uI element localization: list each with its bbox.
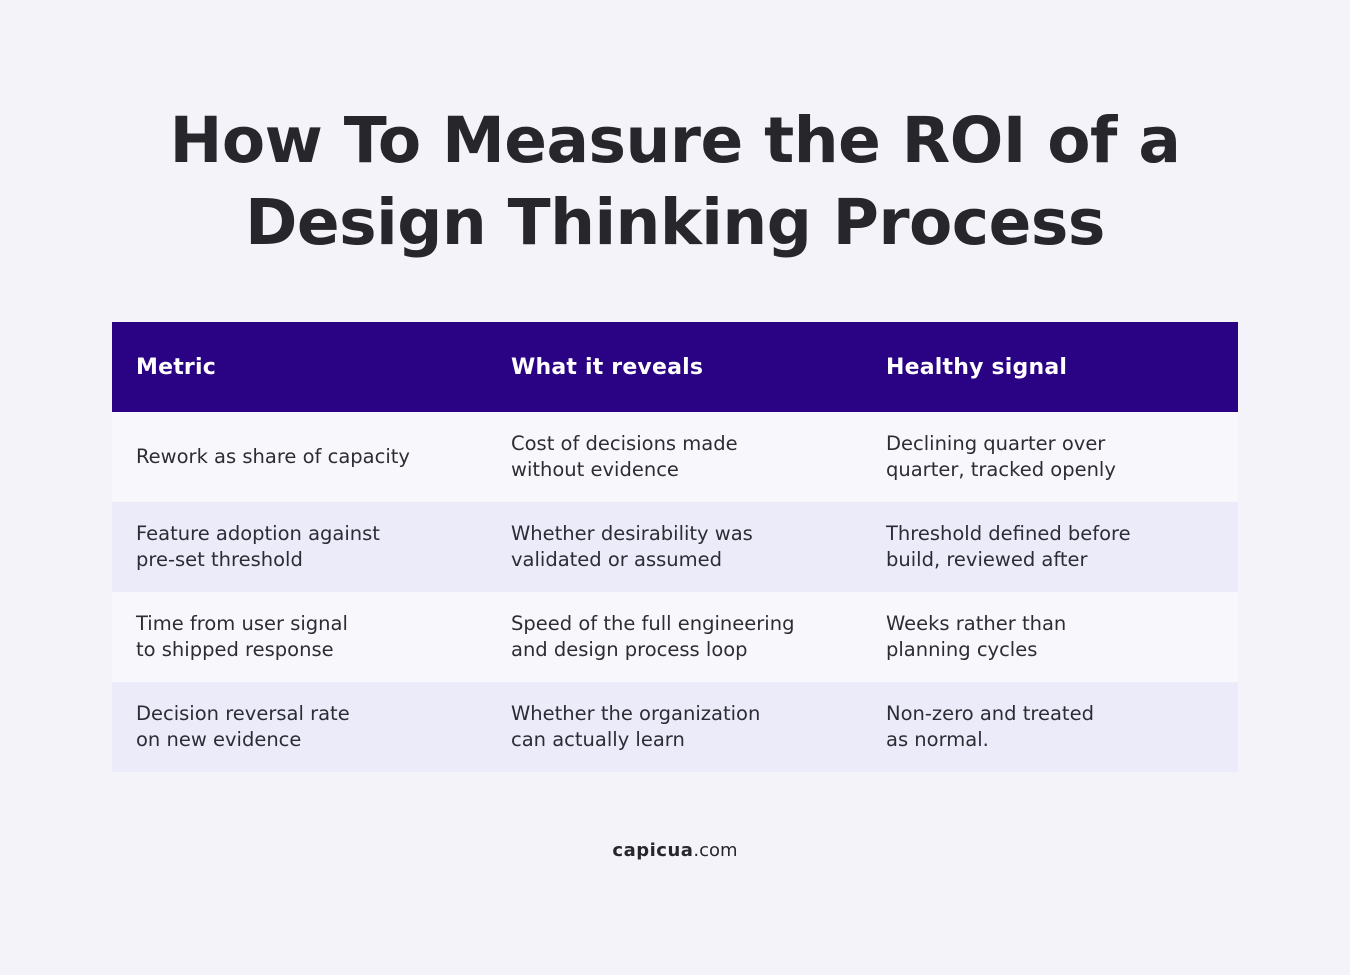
table-row: Time from user signal to shipped respons… [112, 592, 1238, 682]
metrics-table: Metric What it reveals Healthy signal Re… [112, 322, 1238, 772]
cell-metric: Feature adoption against pre-set thresho… [136, 522, 380, 571]
table-row: Rework as share of capacity Cost of deci… [112, 412, 1238, 502]
cell-healthy-signal: Declining quarter over quarter, tracked … [886, 432, 1116, 481]
table-header-row: Metric What it reveals Healthy signal [112, 322, 1238, 412]
cell-healthy-signal: Non-zero and treated as normal. [886, 702, 1094, 751]
title-line-2: Design Thinking Process [245, 186, 1105, 259]
cell-what-it-reveals: Speed of the full engineering and design… [511, 612, 795, 661]
title-line-1: How To Measure the ROI of a [169, 104, 1181, 177]
header-what-it-reveals: What it reveals [511, 354, 704, 380]
table-row: Feature adoption against pre-set thresho… [112, 502, 1238, 592]
brand-domain-suffix: .com [693, 840, 738, 861]
cell-metric: Decision reversal rate on new evidence [136, 702, 350, 751]
page-title: How To Measure the ROI of a Design Think… [0, 100, 1350, 264]
table-row: Decision reversal rate on new evidence W… [112, 682, 1238, 772]
header-healthy-signal: Healthy signal [886, 354, 1068, 380]
cell-metric: Rework as share of capacity [136, 445, 410, 468]
cell-what-it-reveals: Whether the organization can actually le… [511, 702, 761, 751]
footer-brand: capicua.com [0, 840, 1350, 861]
header-metric: Metric [136, 354, 216, 380]
cell-what-it-reveals: Whether desirability was validated or as… [511, 522, 753, 571]
brand-logo-text: capicua [612, 840, 694, 861]
cell-what-it-reveals: Cost of decisions made without evidence [511, 432, 738, 481]
cell-healthy-signal: Threshold defined before build, reviewed… [886, 522, 1131, 571]
cell-metric: Time from user signal to shipped respons… [136, 612, 348, 661]
cell-healthy-signal: Weeks rather than planning cycles [886, 612, 1067, 661]
